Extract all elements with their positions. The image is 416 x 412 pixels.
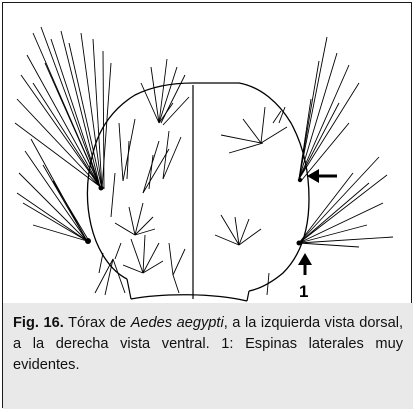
bristles-upper-left: [15, 27, 111, 189]
bristles-lower-left: [17, 139, 89, 241]
marker-label-1: 1: [299, 282, 308, 301]
bristle-socket: [99, 186, 104, 191]
figure-caption: Fig. 16. Tórax de Aedes aegypti, a la iz…: [3, 303, 413, 409]
bristle-socket: [85, 238, 91, 244]
thorax-outline: [87, 83, 309, 291]
caption-species-name: Aedes aegypti: [131, 315, 224, 331]
arrow-left-pointing: [307, 169, 337, 183]
bristles-top-center: [141, 59, 189, 125]
thorax-neck: [127, 279, 249, 301]
bristle-socket: [298, 178, 302, 182]
bristles-lower-right: [299, 157, 393, 247]
figure-frame: 1 Fig. 16. Tórax de Aedes aegypti, a la …: [2, 2, 412, 408]
bristles-upper-right: [299, 37, 359, 181]
caption-figure-label: Fig. 16.: [13, 315, 64, 331]
bristle-socket: [297, 241, 302, 246]
bristles-right-edge: [267, 107, 285, 295]
arrow-up-pointing: [298, 253, 312, 275]
thorax-illustration: 1: [3, 3, 413, 303]
bristles-ventral-interior: [215, 107, 287, 245]
bristles-bottom-left: [95, 235, 185, 295]
caption-text-before: Tórax de: [64, 315, 131, 331]
bristles-dorsal-interior: [111, 119, 181, 235]
